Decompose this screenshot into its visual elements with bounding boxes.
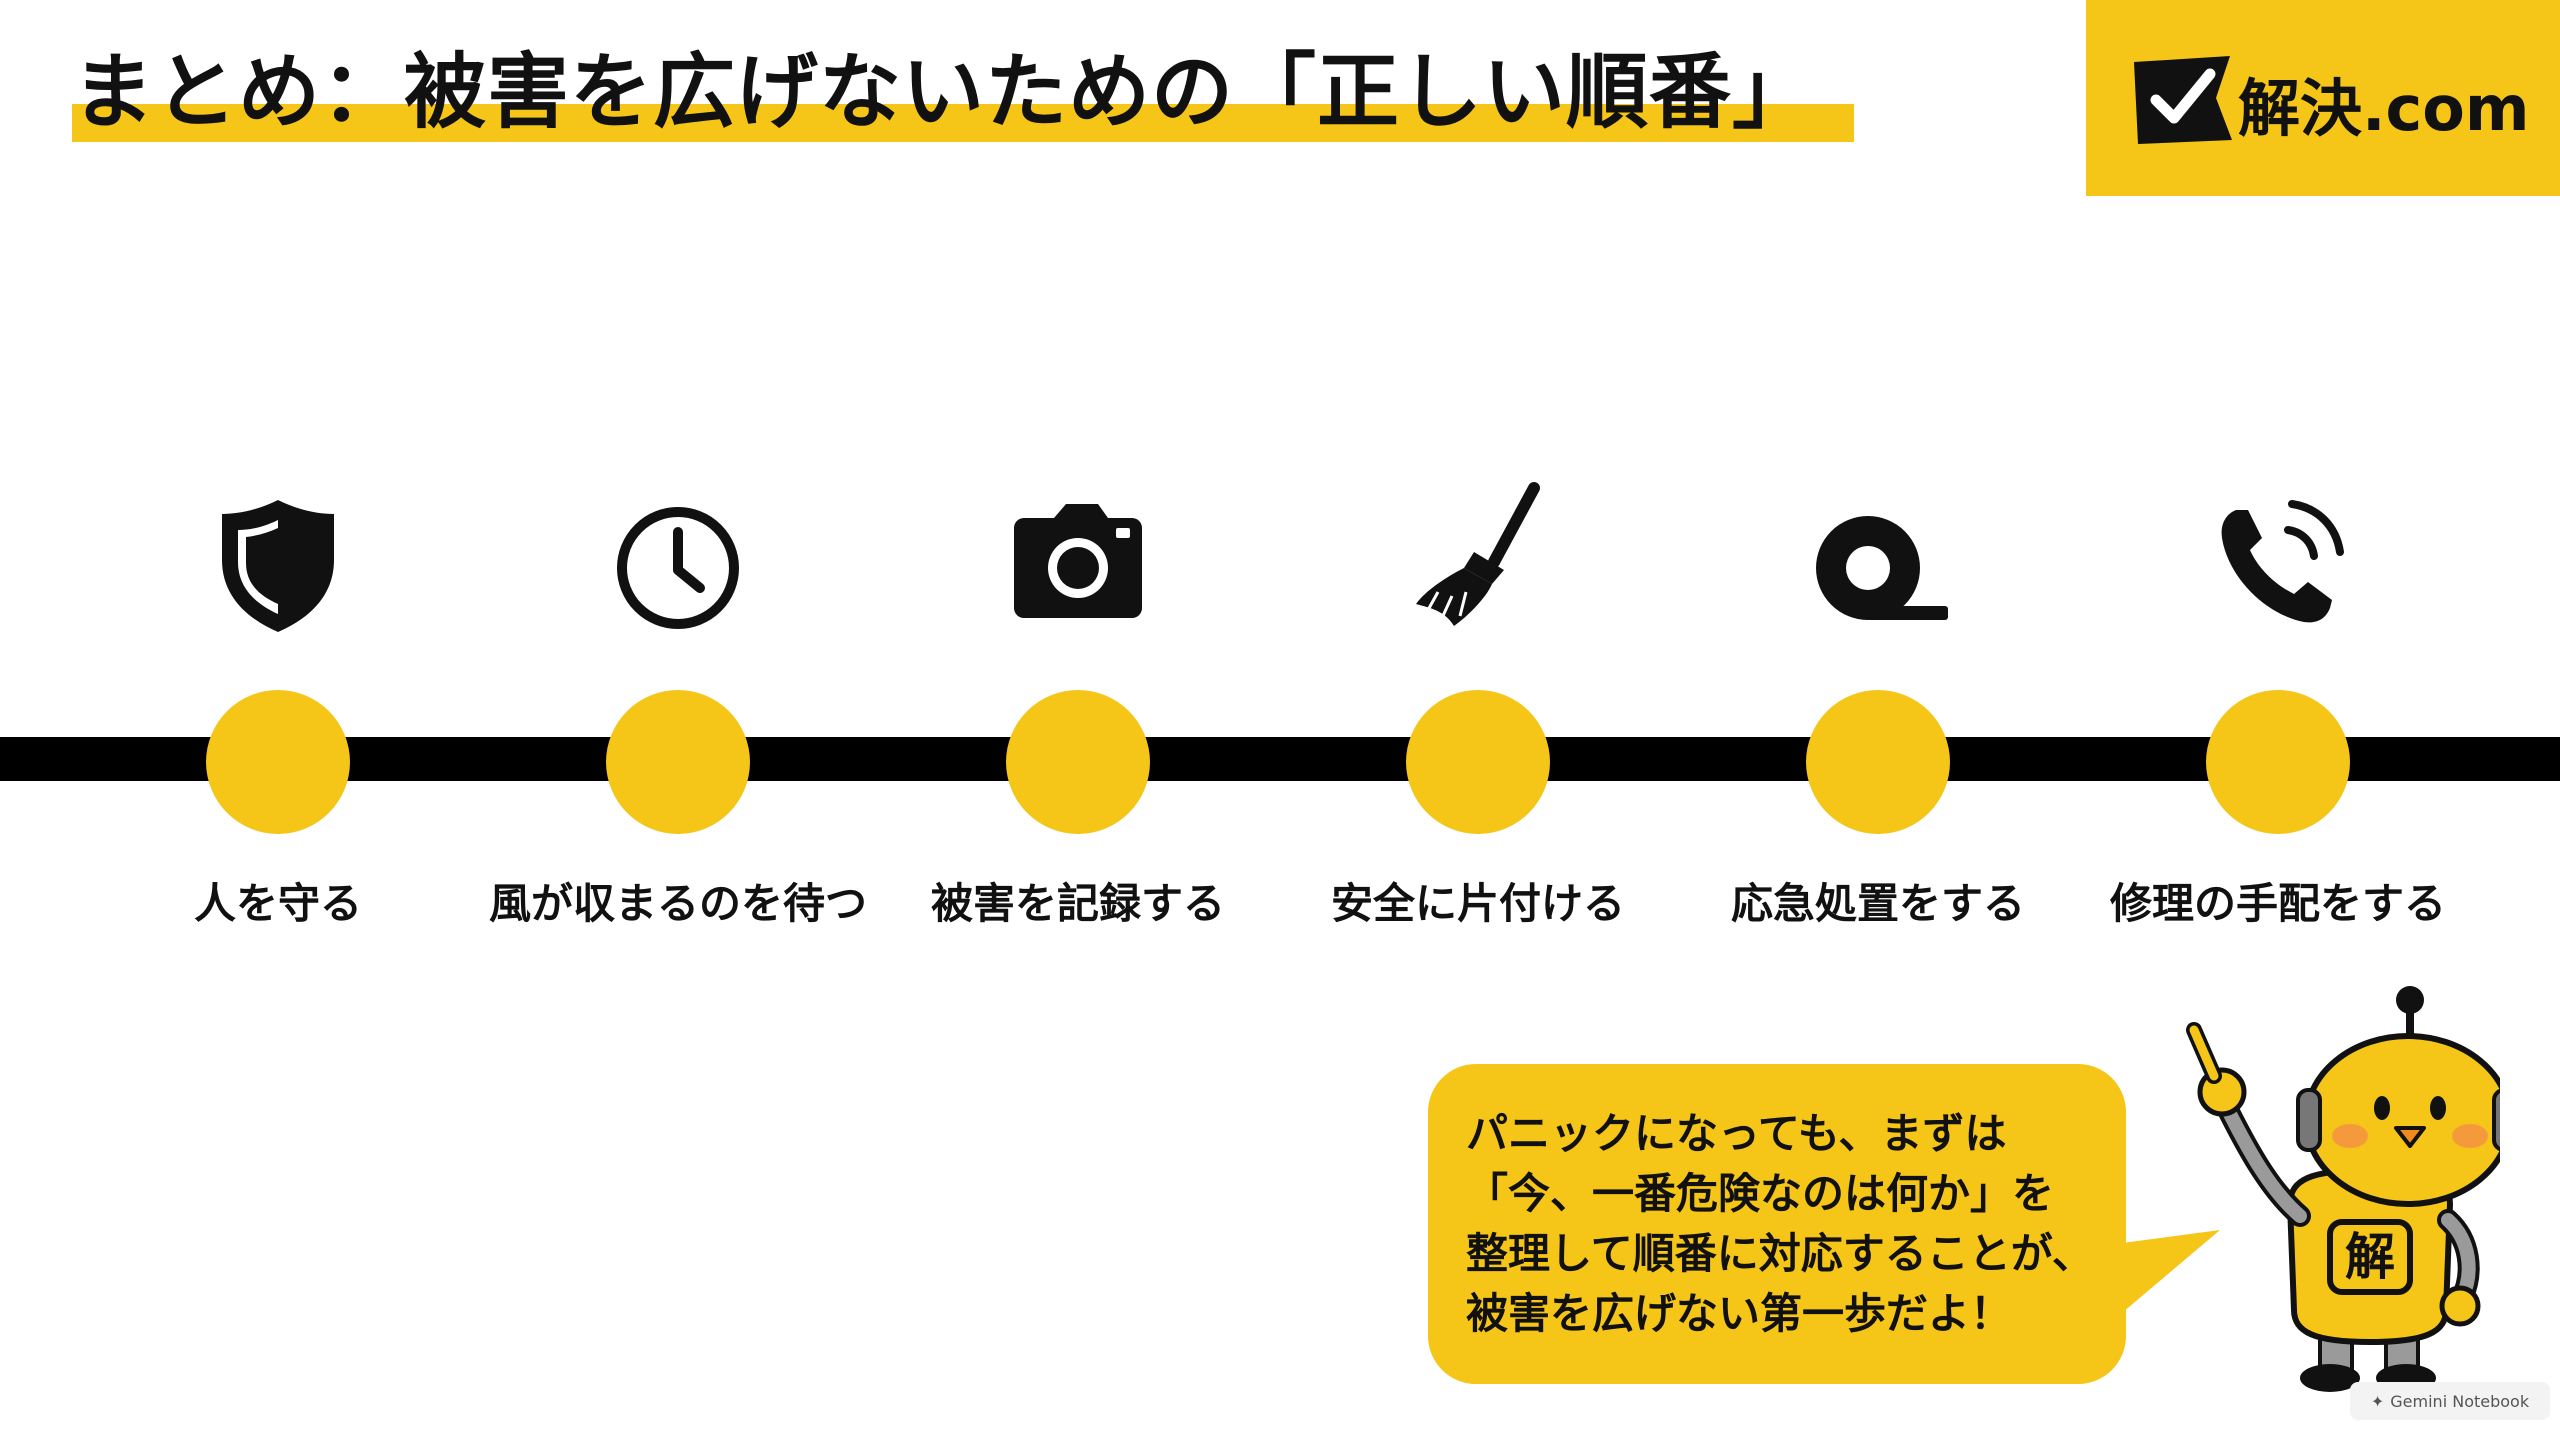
timeline-line (0, 737, 2560, 781)
checkmark-flag-icon (2134, 56, 2232, 144)
timeline-dot (1006, 690, 1150, 834)
broom-icon (1416, 482, 1540, 626)
timeline-dot (2206, 690, 2350, 834)
timeline-step-wait-wind: 風が収まるのを待つ (468, 480, 888, 940)
timeline-dot (206, 690, 350, 834)
mascot-badge-text: 解 (2345, 1228, 2395, 1286)
tape-icon (1816, 516, 1948, 620)
timeline-dot (1806, 690, 1950, 834)
title-highlight (72, 104, 1854, 142)
title-area: まとめ：被害を広げないための「正しい順番」 (72, 38, 1854, 148)
timeline-dot (1406, 690, 1550, 834)
mascot-robot: 解 (2186, 986, 2500, 1392)
bubble-line: 被害を広げない第一歩だよ！ (1466, 1289, 2013, 1338)
timeline-step-clean-up: 安全に片付ける (1268, 480, 1688, 940)
timeline-step-arrange-repair: 修理の手配をする (2068, 480, 2488, 940)
phone-icon (2221, 500, 2344, 623)
timeline-step-record-damage: 被害を記録する (868, 480, 1288, 940)
shield-icon (222, 500, 334, 632)
step-label: 風が収まるのを待つ (488, 879, 867, 928)
page-title: まとめ：被害を広げないための「正しい順番」 (72, 45, 1816, 140)
logo: 解決.com (2086, 0, 2560, 196)
watermark: ✦ Gemini Notebook (2350, 1382, 2550, 1420)
sparkle-icon: ✦ (2370, 1391, 2385, 1411)
speech-bubble-text: パニックになっても、まずは 「今、一番危険なのは何か」を 整理して順番に対応する… (1466, 1104, 2106, 1344)
bubble-line: 整理して順番に対応することが、 (1466, 1229, 2094, 1278)
watermark-text: Gemini Notebook (2390, 1391, 2530, 1411)
timeline-step-protect-people: 人を守る (68, 480, 488, 940)
step-label: 修理の手配をする (2109, 879, 2446, 928)
logo-text: 解決.com (2238, 72, 2530, 145)
speech-bubble: パニックになっても、まずは 「今、一番危険なのは何か」を 整理して順番に対応する… (1428, 1064, 2126, 1384)
step-label: 被害を記録する (930, 879, 1225, 928)
timeline-step-first-aid: 応急処置をする (1668, 480, 2088, 940)
camera-icon (1014, 504, 1142, 618)
timeline-dot (606, 690, 750, 834)
step-label: 人を守る (193, 879, 362, 928)
bubble-line: パニックになっても、まずは (1466, 1109, 2007, 1158)
step-label: 安全に片付ける (1330, 879, 1625, 928)
clock-icon (617, 507, 739, 629)
step-label: 応急処置をする (1730, 879, 2025, 928)
bubble-line: 「今、一番危険なのは何か」を (1466, 1169, 2055, 1218)
